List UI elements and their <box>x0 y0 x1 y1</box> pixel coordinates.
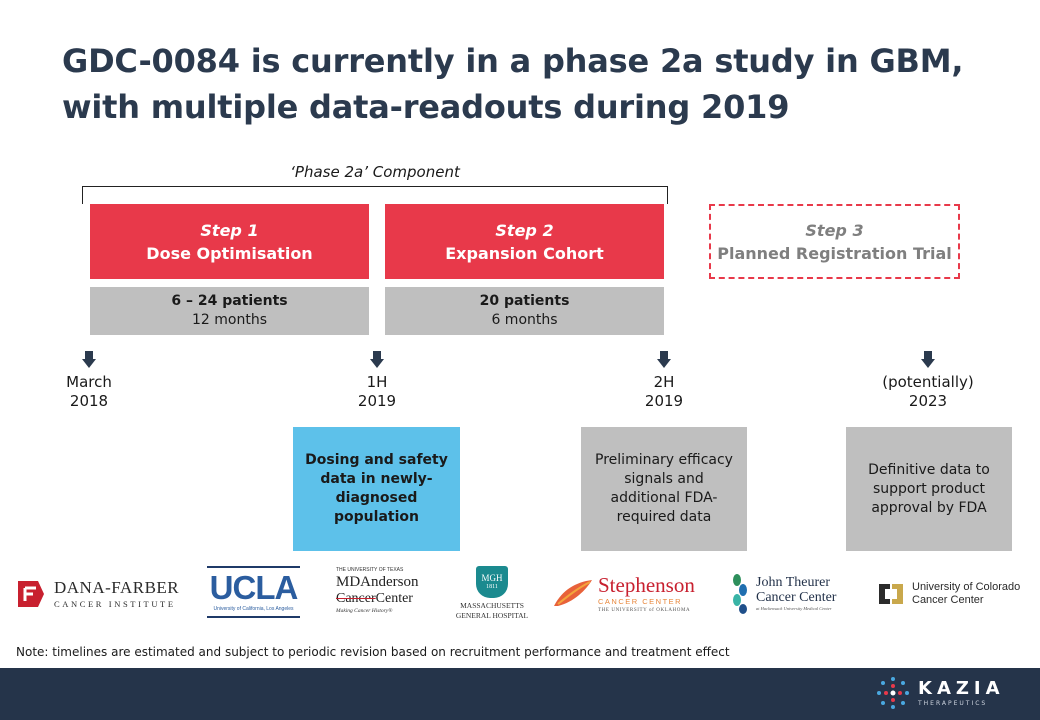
readout-1h-2019: Dosing and safety data in newly-diagnose… <box>293 427 460 551</box>
md-anderson-logo: THE UNIVERSITY OF TEXAS MDAnderson Cance… <box>336 566 431 622</box>
md-anderson-center: Center <box>375 591 413 606</box>
kazia-name: KAZIA <box>918 677 1005 699</box>
step-3-name: Planned Registration Trial <box>717 243 952 263</box>
down-arrow-icon <box>657 351 671 368</box>
theurer-line-1: John Theurer <box>756 575 830 590</box>
step-2-number: Step 2 <box>495 220 554 240</box>
milestone-year: 2019 <box>644 392 684 410</box>
step-1-duration: 12 months <box>192 312 267 328</box>
readout-2023: Definitive data to support product appro… <box>846 427 1012 551</box>
colorado-line-1: University of Colorado <box>912 581 1021 593</box>
dana-farber-emblem-icon <box>18 581 44 607</box>
down-arrow-icon <box>370 351 384 368</box>
readout-2h-2019: Preliminary efficacy signals and additio… <box>581 427 747 551</box>
colorado-cu-icon <box>879 584 903 604</box>
mgh-badge: MGH <box>481 573 503 583</box>
phase-2a-component-label: ‘Phase 2a’ Component <box>290 163 460 181</box>
ucla-logo: UCLA University of California, Los Angel… <box>207 566 300 618</box>
milestone-year: 2019 <box>357 392 397 410</box>
step-2-patient-count: 20 patients <box>479 293 570 309</box>
mgh-line-2: GENERAL HOSPITAL <box>455 611 529 620</box>
john-theurer-logo: John Theurer Cancer Center at Hackensack… <box>729 566 865 622</box>
university-of-colorado-logo: University of Colorado Cancer Center <box>876 566 1026 622</box>
dana-farber-name: DANA-FARBER <box>54 578 180 597</box>
down-arrow-icon <box>921 351 935 368</box>
milestone-march-2018: March 2018 <box>19 373 159 411</box>
ucla-name: UCLA <box>209 569 299 606</box>
footnote: Note: timelines are estimated and subjec… <box>16 645 730 659</box>
mgh-logo: MGH 1811 MASSACHUSETTS GENERAL HOSPITAL <box>450 566 534 628</box>
footer-bar <box>0 668 1040 720</box>
kazia-dots-icon <box>877 677 909 709</box>
ucla-sub: University of California, Los Angeles <box>213 606 294 612</box>
md-anderson-name: MDAnderson <box>336 574 419 590</box>
kazia-sub: THERAPEUTICS <box>918 699 988 707</box>
theurer-leaf-icon <box>733 574 747 614</box>
step-1-box: Step 1 Dose Optimisation <box>90 204 369 279</box>
down-arrow-icon <box>82 351 96 368</box>
milestone-1h-2019: 1H 2019 <box>307 373 447 411</box>
step-2-box: Step 2 Expansion Cohort <box>385 204 664 279</box>
milestone-2h-2019: 2H 2019 <box>594 373 734 411</box>
md-anderson-top: THE UNIVERSITY OF TEXAS <box>336 567 404 573</box>
step-2-name: Expansion Cohort <box>445 243 604 263</box>
step-3-number: Step 3 <box>805 220 864 240</box>
theurer-sub: at Hackensack University Medical Center <box>756 606 832 611</box>
slide-title-line-1: GDC-0084 is currently in a phase 2a stud… <box>62 42 964 80</box>
step-1-number: Step 1 <box>200 220 259 240</box>
dana-farber-logo: DANA-FARBER CANCER INSTITUTE <box>14 566 190 622</box>
step-3-box: Step 3 Planned Registration Trial <box>709 204 960 279</box>
slide-title: GDC-0084 is currently in a phase 2a stud… <box>62 38 1002 130</box>
md-anderson-cancer: Cancer <box>336 591 376 606</box>
phase-2a-bracket <box>82 186 668 204</box>
mgh-shield-icon: MGH 1811 <box>476 566 508 598</box>
milestone-label: (potentially) <box>882 373 974 391</box>
kazia-logo: KAZIA THERAPEUTICS <box>876 676 1005 710</box>
stephenson-univ: THE UNIVERSITY of OKLAHOMA <box>598 607 691 613</box>
step-2-patients-box: 20 patients 6 months <box>385 287 664 335</box>
milestone-year: 2018 <box>69 392 109 410</box>
milestone-label: March <box>66 373 112 391</box>
milestone-year: 2023 <box>908 392 948 410</box>
md-anderson-tagline: Making Cancer History® <box>336 608 393 614</box>
dana-farber-sub: CANCER INSTITUTE <box>54 599 176 609</box>
mgh-line-1: MASSACHUSETTS <box>460 601 524 610</box>
step-1-patients-box: 6 – 24 patients 12 months <box>90 287 369 335</box>
slide-title-line-2: with multiple data-readouts during 2019 <box>62 88 790 126</box>
step-2-duration: 6 months <box>491 312 558 328</box>
step-1-name: Dose Optimisation <box>146 243 313 263</box>
stephenson-name: Stephenson <box>598 572 695 597</box>
milestone-label: 1H <box>366 373 388 391</box>
stephenson-sub: CANCER CENTER <box>598 596 683 606</box>
milestone-2023: (potentially) 2023 <box>858 373 998 411</box>
colorado-line-2: Cancer Center <box>912 594 984 606</box>
stephenson-logo: Stephenson CANCER CENTER THE UNIVERSITY … <box>552 566 704 622</box>
stephenson-feather-icon <box>554 580 592 606</box>
step-1-patient-count: 6 – 24 patients <box>171 293 288 309</box>
mgh-year: 1811 <box>486 584 498 590</box>
milestone-label: 2H <box>653 373 675 391</box>
theurer-line-2: Cancer Center <box>756 590 837 605</box>
